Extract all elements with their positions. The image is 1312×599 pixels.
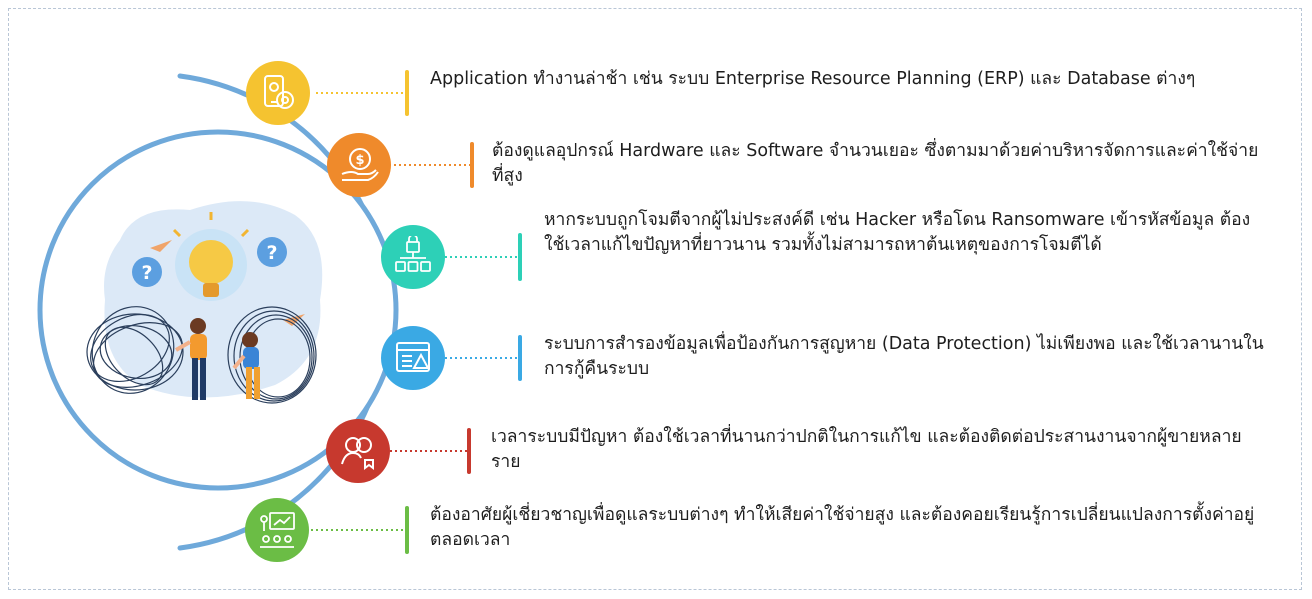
item-6-text: ต้องอาศัยผู้เชี่ยวชาญเพื่อดูแลระบบต่างๆ …: [430, 505, 1255, 550]
illustration: ? ?: [37, 129, 399, 491]
person-right: [232, 332, 260, 399]
svg-text:$: $: [355, 153, 364, 168]
diagram-frame: [8, 8, 1302, 590]
presentation-icon: [245, 498, 309, 562]
item-5-text: เวลาระบบมีปัญหา ต้องใช้เวลาที่นานกว่าปกต…: [491, 427, 1242, 472]
item-3-bar: [518, 233, 522, 281]
svg-text:?: ?: [141, 262, 152, 284]
svg-text:?: ?: [266, 242, 277, 264]
person-left: [175, 318, 207, 400]
dollar-hand-icon: $: [327, 133, 391, 197]
item-5-bar: [467, 428, 471, 474]
item-1-text: Application ทำงานล่าช้า เช่น ระบบ Enterp…: [430, 69, 1196, 89]
data-warning-icon: [381, 326, 445, 390]
item-4-text: ระบบการสำรองข้อมูลเพื่อป้องกันการสูญหาย …: [544, 334, 1264, 379]
question-icon-left: [132, 257, 162, 287]
question-icon-right: [257, 237, 287, 267]
item-2-bar: [470, 142, 474, 188]
people-chat-icon: [326, 419, 390, 483]
item-1-bar: [405, 70, 409, 116]
network-lock-icon: [381, 225, 445, 289]
item-6-bar: [405, 506, 409, 554]
mobile-settings-icon: [246, 61, 310, 125]
item-4-bar: [518, 335, 522, 381]
item-2-text: ต้องดูแลอุปกรณ์ Hardware และ Software จำ…: [492, 141, 1259, 186]
item-3-text: หากระบบถูกโจมตีจากผู้ไม่ประสงค์ดี เช่น H…: [544, 210, 1251, 255]
